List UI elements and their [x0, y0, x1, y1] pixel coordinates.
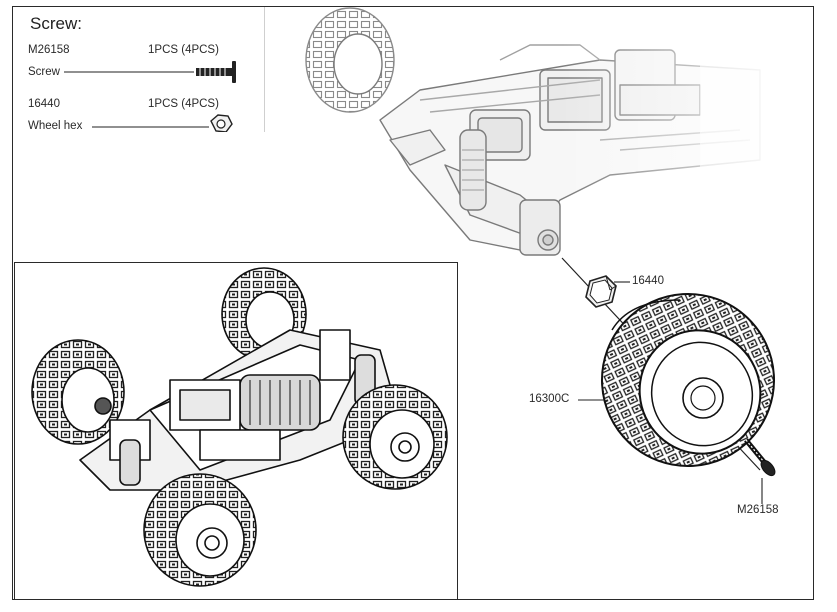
part-name-screw: Screw [28, 66, 60, 78]
callout-screw-label: M26158 [737, 504, 779, 516]
callout-wheel-label: 16300C [529, 393, 570, 405]
part-qty-hex: 1PCS (4PCS) [148, 98, 219, 110]
part-name-hex: Wheel hex [28, 120, 83, 132]
callout-hex-label: 16440 [632, 275, 664, 287]
part-code-hex: 16440 [28, 98, 60, 110]
parts-divider [264, 7, 265, 132]
wheel-tyre-part [601, 293, 775, 467]
inset-frame [14, 262, 458, 600]
inset-truck-drawing [31, 267, 448, 587]
screw-icon [64, 61, 236, 132]
wheel-hex-part [585, 275, 617, 308]
parts-list: Screw: M26158 1PCS (4PCS) Screw 16440 1P… [14, 7, 264, 132]
wheel-screw-part [744, 438, 776, 477]
part-qty-screw: 1PCS (4PCS) [148, 44, 219, 56]
part-code-screw: M26158 [28, 44, 70, 56]
parts-list-title: Screw: [30, 14, 82, 33]
